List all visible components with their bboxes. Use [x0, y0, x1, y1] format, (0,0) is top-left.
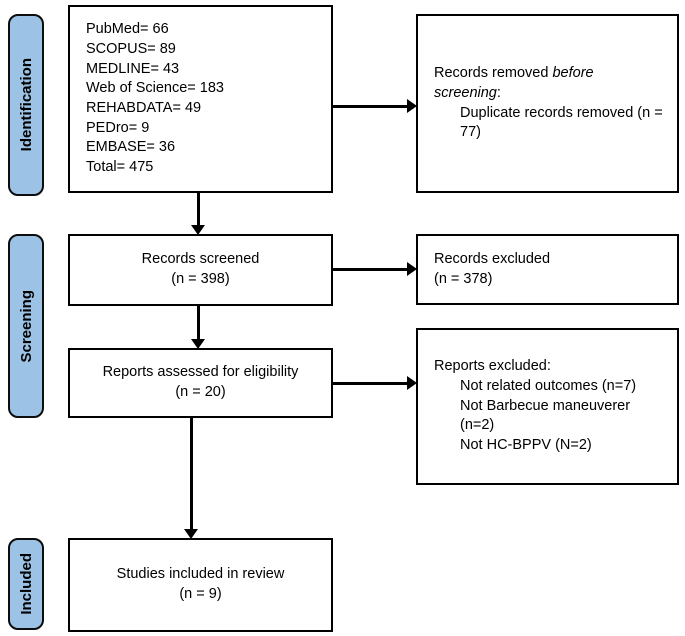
- arrow-head: [184, 529, 198, 539]
- source-count-pedro: PEDro= 9: [86, 119, 150, 136]
- records-excluded-count: (n = 378): [434, 270, 493, 287]
- box-studies-included-in-review: Studies included in review (n = 9): [68, 538, 333, 632]
- records-removed-detail: Duplicate records removed (n = 77): [460, 104, 663, 141]
- reports-eligibility-count: (n = 20): [175, 384, 226, 400]
- stage-tab-screening-label: Screening: [17, 289, 35, 363]
- arrow-shaft: [196, 306, 200, 340]
- arrow-head: [407, 376, 417, 390]
- box-records-screened: Records screened (n = 398): [68, 234, 333, 306]
- source-count-scopus: SCOPUS= 89: [86, 40, 176, 57]
- arrow-head: [407, 99, 417, 113]
- reports-excluded-reason: Not related outcomes (n=7): [460, 377, 637, 394]
- records-screened-title: Records screened: [141, 251, 260, 268]
- arrow-down-icon-screened-to-eligibility: [190, 306, 206, 349]
- records-screened-count: (n = 398): [171, 271, 230, 287]
- source-count-rehabdata: REHABDATA= 49: [86, 100, 202, 116]
- arrow-right-icon-screened-to-excluded: [333, 261, 417, 277]
- arrow-down-icon-sources-to-screened: [190, 193, 206, 235]
- records-removed-title-prefix: Records removed: [434, 65, 553, 82]
- arrow-head: [191, 225, 205, 235]
- records-removed-title: Records removed before screening:: [434, 64, 663, 103]
- box-studies-included-content: Studies included in review (n = 9): [70, 565, 331, 604]
- reports-excluded-title: Reports excluded:: [434, 358, 551, 375]
- source-count-medline: MEDLINE= 43: [86, 60, 180, 77]
- box-reports-eligibility-content: Reports assessed for eligibility (n = 20…: [70, 363, 331, 402]
- arrow-shaft: [333, 267, 408, 271]
- source-count-web-of-science: Web of Science= 183: [86, 80, 224, 97]
- stage-tab-identification: Identification: [8, 14, 44, 196]
- stage-tab-included: Included: [8, 538, 44, 630]
- stage-tab-identification-label: Identification: [17, 58, 35, 152]
- box-records-removed-content: Records removed before screening: Duplic…: [418, 64, 677, 143]
- studies-included-count: (n = 9): [179, 586, 222, 602]
- box-records-screened-content: Records screened (n = 398): [70, 250, 331, 289]
- source-count-pubmed: PubMed= 66: [86, 21, 169, 38]
- box-database-sources: PubMed= 66 SCOPUS= 89 MEDLINE= 43 Web of…: [68, 5, 333, 193]
- arrow-right-icon-sources-to-removed: [333, 98, 417, 114]
- records-removed-title-italic: before screening: [434, 65, 594, 101]
- arrow-shaft: [196, 193, 200, 226]
- reports-excluded-reason: Not Barbecue maneuverer (n=2): [460, 397, 631, 434]
- arrow-shaft: [333, 104, 408, 108]
- box-records-excluded-content: Records excluded (n = 378): [418, 250, 677, 289]
- arrow-shaft: [189, 418, 193, 530]
- box-records-excluded: Records excluded (n = 378): [416, 234, 679, 305]
- arrow-down-icon-eligibility-to-included: [183, 418, 199, 539]
- box-records-removed-before-screening: Records removed before screening: Duplic…: [416, 14, 679, 193]
- arrow-right-icon-eligibility-to-excluded: [333, 375, 417, 391]
- reports-excluded-reason: Not HC-BPPV (N=2): [460, 437, 592, 454]
- reports-eligibility-title: Reports assessed for eligibility: [102, 364, 299, 381]
- box-reports-excluded: Reports excluded: Not related outcomes (…: [416, 328, 679, 485]
- box-database-sources-content: PubMed= 66 SCOPUS= 89 MEDLINE= 43 Web of…: [70, 20, 331, 178]
- arrow-head: [407, 262, 417, 276]
- arrow-shaft: [333, 381, 408, 385]
- records-excluded-title: Records excluded: [434, 250, 551, 267]
- box-reports-assessed-for-eligibility: Reports assessed for eligibility (n = 20…: [68, 348, 333, 418]
- studies-included-title: Studies included in review: [116, 566, 285, 583]
- stage-tab-screening: Screening: [8, 234, 44, 418]
- arrow-head: [191, 339, 205, 349]
- stage-tab-included-label: Included: [17, 553, 35, 615]
- box-reports-excluded-content: Reports excluded: Not related outcomes (…: [418, 357, 677, 456]
- records-removed-title-suffix: :: [496, 84, 501, 101]
- source-count-total: Total= 475: [86, 159, 154, 176]
- source-count-embase: EMBASE= 36: [86, 139, 176, 156]
